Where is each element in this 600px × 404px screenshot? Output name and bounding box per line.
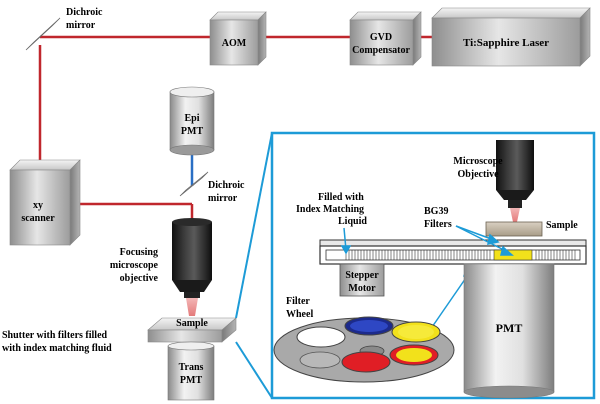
filter-rail bbox=[319, 239, 587, 265]
gvd-compensator-box: GVD Compensator bbox=[349, 11, 422, 66]
aom-label: AOM bbox=[222, 38, 247, 49]
microscope-obj-label-2: Objective bbox=[457, 169, 499, 180]
laser-box: Ti:Sapphire Laser bbox=[431, 7, 591, 67]
stepper-motor: Stepper Motor bbox=[339, 263, 385, 297]
trans-pmt: Trans PMT bbox=[167, 341, 215, 401]
dichroic-mirror-mid: Dichroic mirror bbox=[179, 171, 245, 204]
filter-wheel-label-2: Wheel bbox=[286, 309, 313, 320]
gvd-label-1: GVD bbox=[370, 32, 392, 43]
sample-left-label: Sample bbox=[176, 318, 208, 329]
sample-right-label: Sample bbox=[546, 220, 578, 231]
xy-scanner-label-1: xy bbox=[33, 200, 43, 211]
inset-objective: Microscope Objective bbox=[453, 140, 534, 222]
inset-sample: Sample bbox=[485, 220, 578, 237]
dichroic-mirror-top: Dichroic mirror bbox=[25, 7, 103, 51]
trans-pmt-label-1: Trans bbox=[179, 362, 204, 373]
filled-with-label-2: Index Matching bbox=[296, 204, 364, 215]
epi-pmt-label-1: Epi bbox=[184, 113, 199, 124]
filled-with-label-1: Filled with bbox=[318, 192, 364, 203]
focusing-objective: Focusing microscope objective bbox=[110, 218, 212, 316]
shutter-label-2: with index matching fluid bbox=[2, 343, 112, 354]
filled-with-label-3: Liquid bbox=[338, 216, 367, 227]
pmt-right-label: PMT bbox=[496, 321, 523, 335]
stepper-label-2: Motor bbox=[348, 283, 376, 294]
gvd-label-2: Compensator bbox=[352, 45, 410, 56]
epi-pmt-label-2: PMT bbox=[181, 126, 204, 137]
laser-label: Ti:Sapphire Laser bbox=[463, 37, 549, 49]
dichroic-mid-label-2: mirror bbox=[208, 193, 238, 204]
focusing-label-2: microscope bbox=[110, 260, 159, 271]
stepper-label-1: Stepper bbox=[345, 270, 379, 281]
microscope-obj-label-1: Microscope bbox=[453, 156, 503, 167]
dichroic-top-label-1: Dichroic bbox=[66, 7, 103, 18]
dichroic-mid-label-1: Dichroic bbox=[208, 180, 245, 191]
focusing-label-1: Focusing bbox=[120, 247, 158, 258]
shutter-label-1: Shutter with filters filled bbox=[2, 330, 108, 341]
dichroic-top-label-2: mirror bbox=[66, 20, 96, 31]
epi-pmt: Epi PMT bbox=[169, 86, 215, 156]
filter-wheel-label-1: Filter bbox=[286, 296, 310, 307]
xy-scanner-label-2: scanner bbox=[21, 213, 55, 224]
inset-pmt: PMT bbox=[463, 263, 555, 399]
trans-pmt-label-2: PMT bbox=[180, 375, 203, 386]
shutter-stage: Sample bbox=[147, 317, 237, 343]
focusing-label-3: objective bbox=[120, 273, 159, 284]
beam-path bbox=[38, 35, 432, 222]
filter-wheel: Filter Wheel bbox=[273, 296, 455, 383]
bg39-label-2: Filters bbox=[424, 219, 452, 230]
xy-scanner-box: xy scanner bbox=[9, 159, 81, 246]
aom-box: AOM bbox=[209, 11, 267, 66]
bg39-label-1: BG39 bbox=[424, 206, 448, 217]
